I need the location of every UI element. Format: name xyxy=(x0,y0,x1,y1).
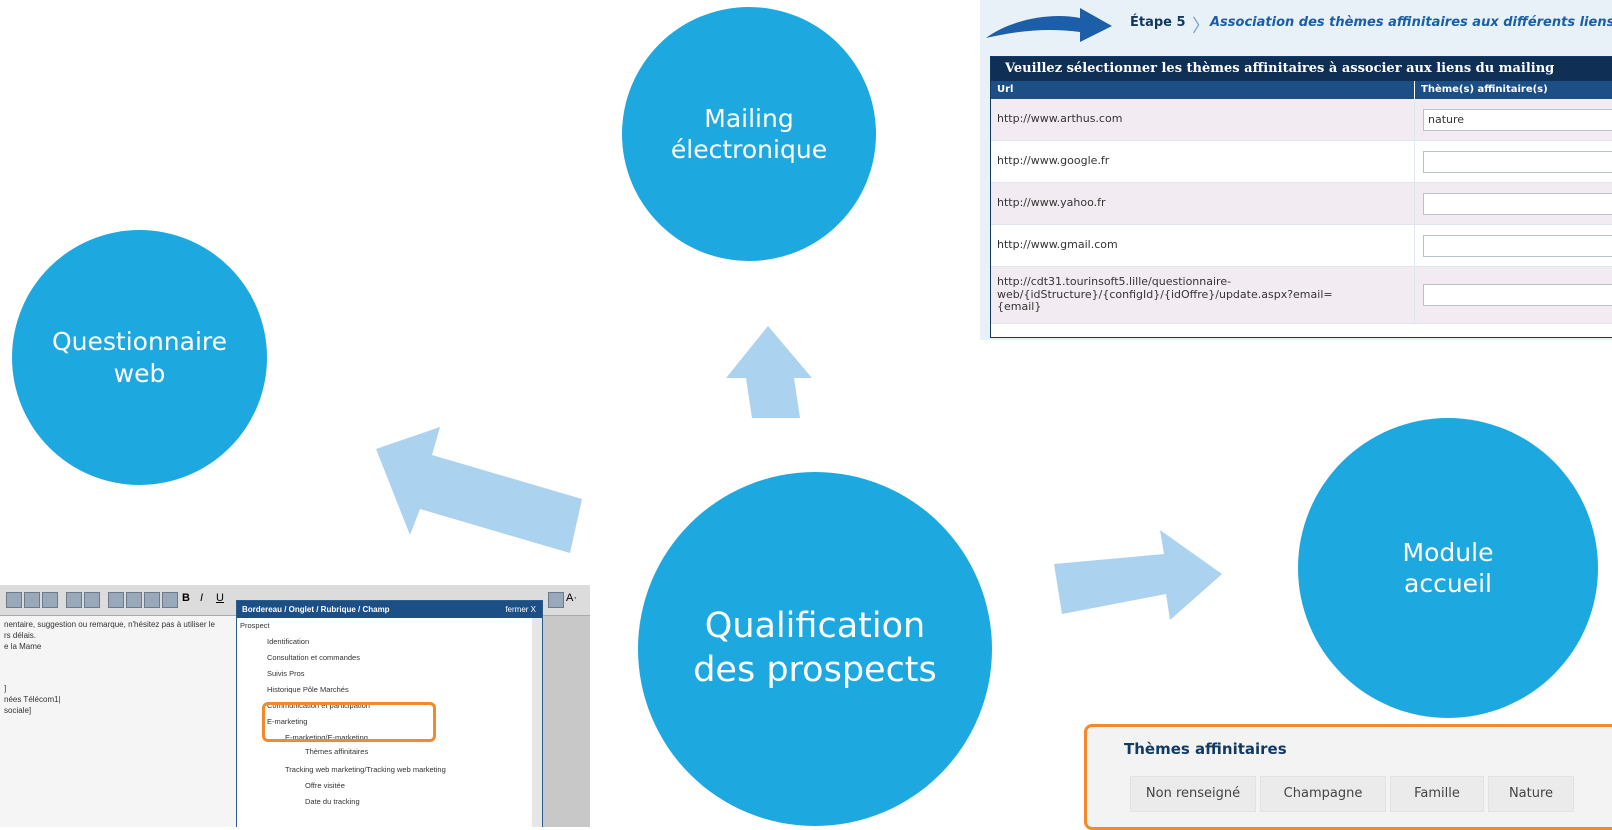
theme-input[interactable]: nature xyxy=(1423,108,1612,131)
col-url: Url xyxy=(991,81,1415,99)
scrollbar[interactable] xyxy=(532,618,542,827)
toolbar-button[interactable] xyxy=(24,592,40,608)
theme-chip[interactable]: Famille xyxy=(1390,776,1484,812)
table-row: http://www.google.fr xyxy=(991,141,1612,183)
row-url: http://www.gmail.com xyxy=(991,225,1415,266)
doc-line: sociale] xyxy=(4,705,32,715)
tree-node[interactable]: Communication et participation xyxy=(267,701,370,710)
circle-module-label: Module accueil xyxy=(1402,537,1494,598)
toolbar-button[interactable] xyxy=(162,592,178,608)
arrow-left xyxy=(376,427,582,553)
table-row: http://cdt31.tourinsoft5.lille/questionn… xyxy=(991,267,1612,324)
table-header: Url Thème(s) affinitaire(s) xyxy=(991,81,1612,99)
toolbar-button[interactable] xyxy=(126,592,142,608)
underline-icon[interactable]: U xyxy=(216,592,224,604)
toolbar-button[interactable] xyxy=(66,592,82,608)
toolbar-button[interactable] xyxy=(548,592,564,608)
circle-qualification: Qualification des prospects xyxy=(638,472,992,826)
theme-input[interactable] xyxy=(1423,234,1612,257)
circle-module: Module accueil xyxy=(1298,418,1598,718)
row-url: http://www.arthus.com xyxy=(991,99,1415,140)
row-url: http://www.yahoo.fr xyxy=(991,183,1415,224)
theme-input[interactable] xyxy=(1423,192,1612,215)
bold-icon[interactable]: B xyxy=(182,592,190,604)
circle-mailing-label: Mailing électronique xyxy=(670,103,828,164)
tree-node[interactable]: Offre visitée xyxy=(305,781,345,790)
mailing-screenshot: Étape 5 〉 Association des thèmes affinit… xyxy=(980,0,1612,340)
doc-line: rs délais. xyxy=(4,630,37,640)
theme-chip[interactable]: Nature xyxy=(1488,776,1574,812)
tree-node[interactable]: Identification xyxy=(267,637,310,646)
module-title: Thèmes affinitaires xyxy=(1124,740,1287,758)
arrow-right xyxy=(1054,530,1222,620)
doc-line: e la Mame xyxy=(4,641,42,651)
circle-questionnaire: Questionnaire web xyxy=(12,230,267,485)
doc-line: nées Télécom1| xyxy=(4,695,61,705)
tree-node[interactable]: Thèmes affinitaires xyxy=(305,747,369,756)
close-button[interactable]: fermer X xyxy=(505,605,536,614)
circle-mailing: Mailing électronique xyxy=(622,7,876,261)
questionnaire-screenshot: B I U A· nentaire, suggestion ou remarqu… xyxy=(0,585,590,827)
theme-chip[interactable]: Non renseigné xyxy=(1130,776,1256,812)
step-number: Étape 5 xyxy=(1130,15,1186,30)
tree-node[interactable]: Historique Pôle Marchés xyxy=(267,685,349,694)
toolbar-button[interactable] xyxy=(6,592,22,608)
toolbar-button[interactable] xyxy=(42,592,58,608)
tree-node[interactable]: Suivis Pros xyxy=(267,669,305,678)
theme-chip[interactable]: Champagne xyxy=(1260,776,1386,812)
link-theme-panel: Veuillez sélectionner les thèmes affinit… xyxy=(990,56,1612,338)
tree-node[interactable]: E-marketing/E-marketing xyxy=(285,733,368,742)
toolbar-button[interactable] xyxy=(84,592,100,608)
module-screenshot: Thèmes affinitaires Non renseigné Champa… xyxy=(1078,718,1612,830)
theme-input[interactable] xyxy=(1423,150,1612,173)
tree-node[interactable]: E-marketing xyxy=(267,717,308,726)
theme-input[interactable] xyxy=(1423,284,1612,306)
circle-qualification-label: Qualification des prospects xyxy=(693,606,937,690)
tree-node[interactable]: Date du tracking xyxy=(305,797,360,806)
field-tree-panel: Bordereau / Onglet / Rubrique / Champ fe… xyxy=(236,600,543,827)
font-color-icon[interactable]: A· xyxy=(566,592,577,604)
tree-header-title: Bordereau / Onglet / Rubrique / Champ xyxy=(242,605,390,614)
step-title: Association des thèmes affinitaires aux … xyxy=(1210,15,1612,30)
italic-icon[interactable]: I xyxy=(200,592,204,604)
toolbar-button[interactable] xyxy=(108,592,124,608)
tree-header: Bordereau / Onglet / Rubrique / Champ fe… xyxy=(237,601,542,618)
step-arrow-icon xyxy=(986,8,1112,42)
tree-node[interactable]: Prospect xyxy=(240,621,270,630)
tree-highlight xyxy=(262,702,436,742)
tree-node[interactable]: Consultation et commandes xyxy=(267,653,360,662)
table-row: http://www.yahoo.fr xyxy=(991,183,1612,225)
table-row: http://www.gmail.com xyxy=(991,225,1612,267)
row-url: http://www.google.fr xyxy=(991,141,1415,182)
doc-line: ] xyxy=(4,684,7,694)
row-url: http://cdt31.tourinsoft5.lille/questionn… xyxy=(991,267,1415,323)
chevron-right-icon: 〉 xyxy=(1192,16,1210,36)
table-row: http://www.arthus.com nature xyxy=(991,99,1612,141)
doc-line: nentaire, suggestion ou remarque, n'hési… xyxy=(4,620,215,629)
step-bar: Étape 5 〉 Association des thèmes affinit… xyxy=(980,0,1612,48)
col-theme: Thème(s) affinitaire(s) xyxy=(1421,84,1548,95)
panel-title: Veuillez sélectionner les thèmes affinit… xyxy=(991,57,1612,81)
circle-questionnaire-label: Questionnaire web xyxy=(51,327,228,388)
document-body: nentaire, suggestion ou remarque, n'hési… xyxy=(0,616,236,827)
tree-node[interactable]: Tracking web marketing/Tracking web mark… xyxy=(285,765,446,774)
toolbar-button[interactable] xyxy=(144,592,160,608)
arrow-up xyxy=(726,326,812,418)
